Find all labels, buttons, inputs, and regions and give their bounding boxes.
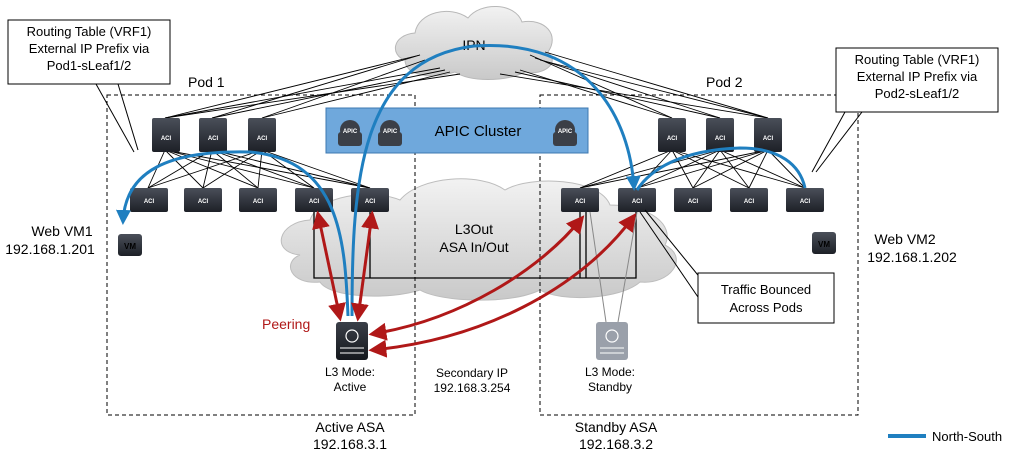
ipn-cloud: IPN xyxy=(395,5,553,80)
pod2-spines: ACI ACI ACI xyxy=(658,118,782,152)
web-vm2: VM Web VM2 192.168.1.202 xyxy=(812,231,957,265)
svg-text:ACI: ACI xyxy=(257,136,268,142)
svg-text:APIC: APIC xyxy=(383,129,398,135)
standby-asa: L3 Mode: Standby Standby ASA 192.168.3.2 xyxy=(575,322,658,452)
svg-text:VM: VM xyxy=(818,240,830,249)
leaf-switch-icon: ACI xyxy=(561,188,599,212)
apic-controller-icon: APIC xyxy=(553,120,577,146)
svg-text:ACI: ACI xyxy=(667,136,678,142)
pod2-leaves: ACI ACI ACI ACI ACI xyxy=(561,188,824,212)
svg-text:External IP Prefix via: External IP Prefix via xyxy=(857,69,978,84)
traffic-bounced-note: Traffic Bounced Across Pods xyxy=(697,272,835,324)
legend-label: North-South xyxy=(932,429,1002,444)
secondary-ip-value: 192.168.3.254 xyxy=(434,381,511,395)
svg-text:ACI: ACI xyxy=(161,136,172,142)
spine-switch-icon: ACI xyxy=(199,118,227,152)
legend: North-South xyxy=(888,429,1002,444)
svg-text:ACI: ACI xyxy=(365,199,376,205)
spine-switch-icon: ACI xyxy=(754,118,782,152)
l3out-line2: ASA In/Out xyxy=(439,239,508,255)
web-vm1-name: Web VM1 xyxy=(31,223,92,239)
active-asa-mode1: L3 Mode: xyxy=(325,365,375,379)
spine-switch-icon: ACI xyxy=(152,118,180,152)
leaf-switch-icon: ACI xyxy=(239,188,277,212)
apic-controller-icon: APIC xyxy=(338,120,362,146)
apic-cluster: APIC Cluster APIC APIC APIC xyxy=(325,107,589,154)
svg-text:ACI: ACI xyxy=(744,199,755,205)
leaf-switch-icon: ACI xyxy=(351,188,389,212)
vm-icon: VM xyxy=(812,232,836,254)
standby-asa-mode2: Standby xyxy=(588,380,632,394)
routing-table-pod2: Routing Table (VRF1) External IP Prefix … xyxy=(811,47,999,173)
active-asa-ip: 192.168.3.1 xyxy=(313,436,387,452)
svg-text:ACI: ACI xyxy=(763,136,774,142)
leaf-switch-icon: ACI xyxy=(184,188,222,212)
svg-text:ACI: ACI xyxy=(715,136,726,142)
pod2-mesh xyxy=(579,149,806,189)
routing-table-pod1: Routing Table (VRF1) External IP Prefix … xyxy=(7,19,171,153)
standby-asa-ip: 192.168.3.2 xyxy=(579,436,653,452)
leaf-switch-icon: ACI xyxy=(618,188,656,212)
standby-asa-mode1: L3 Mode: xyxy=(585,365,635,379)
svg-text:ACI: ACI xyxy=(632,199,643,205)
web-vm2-name: Web VM2 xyxy=(874,231,935,247)
web-vm2-ip: 192.168.1.202 xyxy=(867,249,957,265)
spine-switch-icon: ACI xyxy=(706,118,734,152)
apic-cluster-label: APIC Cluster xyxy=(435,123,522,140)
svg-text:ACI: ACI xyxy=(575,199,586,205)
firewall-icon xyxy=(596,322,628,360)
svg-text:Traffic Bounced: Traffic Bounced xyxy=(721,282,811,297)
pod1-box xyxy=(106,94,416,416)
leaf-switch-icon: ACI xyxy=(674,188,712,212)
secondary-ip-label: Secondary IP xyxy=(436,366,508,380)
active-asa-name: Active ASA xyxy=(315,419,385,435)
vm-icon: VM xyxy=(118,234,142,256)
svg-text:APIC: APIC xyxy=(343,129,358,135)
l3out-line1: L3Out xyxy=(455,221,493,237)
svg-text:Routing Table (VRF1): Routing Table (VRF1) xyxy=(855,52,980,67)
svg-text:APIC: APIC xyxy=(558,129,573,135)
svg-text:Pod2-sLeaf1/2: Pod2-sLeaf1/2 xyxy=(875,86,960,101)
peering-arrows xyxy=(312,210,637,358)
pod1-leaves: ACI ACI ACI ACI ACI xyxy=(130,188,389,212)
pod2-label: Pod 2 xyxy=(706,74,743,90)
firewall-icon xyxy=(336,322,368,360)
svg-text:ACI: ACI xyxy=(800,199,811,205)
leaf-switch-icon: ACI xyxy=(730,188,768,212)
peering-label: Peering xyxy=(262,316,310,332)
svg-text:ACI: ACI xyxy=(144,199,155,205)
pod1-spines: ACI ACI ACI xyxy=(152,118,276,152)
apic-controller-icon: APIC xyxy=(378,120,402,146)
spine-switch-icon: ACI xyxy=(658,118,686,152)
svg-text:ACI: ACI xyxy=(688,199,699,205)
standby-asa-name: Standby ASA xyxy=(575,419,658,435)
pod1-mesh xyxy=(147,149,371,189)
spine-switch-icon: ACI xyxy=(248,118,276,152)
svg-text:ACI: ACI xyxy=(198,199,209,205)
svg-text:VM: VM xyxy=(124,242,136,251)
svg-text:Routing Table (VRF1): Routing Table (VRF1) xyxy=(27,24,152,39)
pod1-label: Pod 1 xyxy=(188,74,225,90)
svg-text:ACI: ACI xyxy=(208,136,219,142)
web-vm1: VM Web VM1 192.168.1.201 xyxy=(5,223,142,257)
svg-text:ACI: ACI xyxy=(253,199,264,205)
web-vm1-ip: 192.168.1.201 xyxy=(5,241,95,257)
svg-text:Pod1-sLeaf1/2: Pod1-sLeaf1/2 xyxy=(47,58,132,73)
leaf-switch-icon: ACI xyxy=(786,188,824,212)
active-asa: L3 Mode: Active Active ASA 192.168.3.1 xyxy=(313,322,387,452)
svg-text:External IP Prefix via: External IP Prefix via xyxy=(29,41,150,56)
spine-ipn-links xyxy=(164,51,769,119)
svg-text:ACI: ACI xyxy=(309,199,320,205)
leaf-switch-icon: ACI xyxy=(130,188,168,212)
active-asa-mode2: Active xyxy=(334,380,367,394)
svg-text:Across Pods: Across Pods xyxy=(730,300,803,315)
bounce-note-pointers xyxy=(639,209,707,301)
